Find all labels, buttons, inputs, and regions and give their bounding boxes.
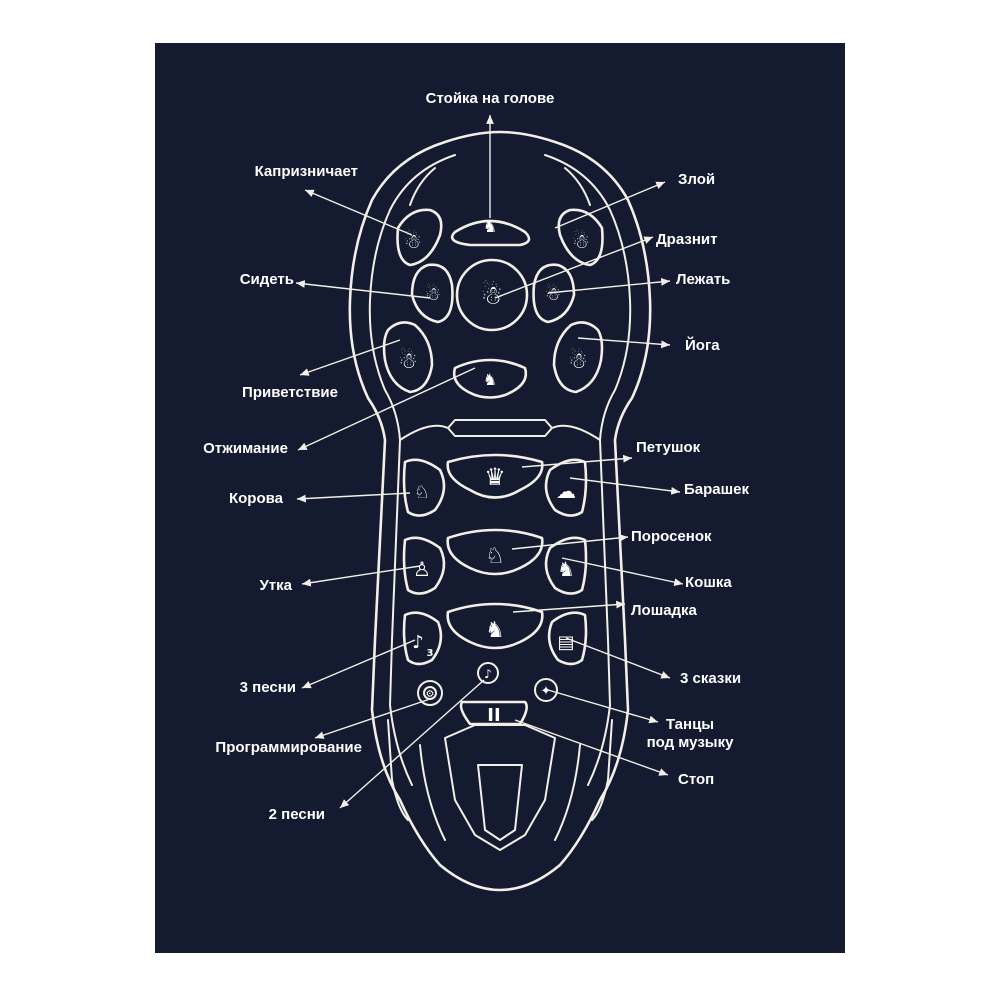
label-lie: Лежать [676, 271, 731, 288]
label-dance-line1: Танцы [665, 716, 715, 733]
rooster-button[interactable]: ♛ [446, 453, 544, 499]
lying-dog-icon: ☃ [545, 283, 561, 305]
label-piglet: Поросенок [631, 528, 712, 545]
label-angry: Злой [678, 171, 716, 188]
stop-button[interactable]: II [459, 700, 528, 726]
cat-button[interactable]: ♞ [544, 536, 588, 595]
horse-icon: ♞ [485, 618, 505, 643]
greeting-dog-icon: ☃ [398, 347, 418, 374]
lamb-icon: ☁ [556, 479, 576, 503]
label-stop: Стоп [678, 771, 715, 788]
yoga-dog-icon: ☃ [568, 347, 588, 374]
piglet-button[interactable]: ♘ [446, 528, 544, 576]
pushups-dog-icon: ♞ [483, 370, 497, 389]
three-tales-button[interactable]: ▤ [547, 611, 588, 666]
dancer-icon: ✦ [541, 684, 552, 699]
capricious-dog-icon: ☃ [404, 229, 422, 253]
three-songs-button[interactable]: ♪ 3 [402, 611, 443, 666]
headstand-button[interactable]: ♞ [450, 217, 531, 247]
label-horse: Лошадка [631, 602, 697, 619]
headstand-dog-icon: ♞ [483, 217, 497, 236]
music-note-icon: ♪ [412, 632, 424, 653]
label-dance: Танцы под музыку [630, 716, 750, 752]
music-note-icon: ♪ [484, 667, 492, 681]
sit-button[interactable]: ☃ [410, 263, 454, 324]
pause-icon: II [487, 705, 500, 726]
label-two-songs: 2 песни [268, 806, 325, 823]
greeting-button[interactable]: ☃ [382, 321, 434, 394]
dance-button[interactable]: ✦ [534, 678, 558, 702]
label-teases: Дразнит [656, 231, 718, 248]
label-three-tales: 3 сказки [680, 670, 742, 687]
rooster-icon: ♛ [484, 463, 506, 491]
angry-dog-icon: ☃ [572, 229, 590, 253]
lamb-button[interactable]: ☁ [544, 458, 588, 517]
capricious-button[interactable]: ☃ [396, 208, 443, 267]
label-duck: Утка [259, 577, 292, 594]
teases-button[interactable]: ☃ [455, 258, 529, 332]
callout-arrows [295, 115, 684, 809]
teasing-dog-icon: ☃ [480, 279, 503, 311]
two-songs-button[interactable]: ♪ [477, 662, 499, 684]
duck-button[interactable]: ♙ [402, 536, 446, 595]
cat-icon: ♞ [557, 557, 575, 581]
yoga-button[interactable]: ☃ [552, 321, 604, 394]
label-headstand: Стойка на голове [425, 90, 555, 107]
pig-icon: ♘ [485, 544, 505, 569]
label-dance-line2: под музыку [646, 734, 734, 751]
label-greeting: Приветствие [242, 384, 338, 401]
gear-icon: ⚙ [426, 689, 435, 700]
cow-icon: ♘ [414, 482, 430, 503]
label-programming: Программирование [215, 739, 362, 756]
label-cat: Кошка [685, 574, 732, 591]
lie-button[interactable]: ☃ [532, 263, 576, 324]
label-rooster: Петушок [636, 439, 701, 456]
cow-button[interactable]: ♘ [402, 458, 446, 517]
horse-button[interactable]: ♞ [446, 602, 544, 650]
label-yoga: Йога [685, 337, 720, 354]
duck-icon: ♙ [413, 557, 431, 581]
angry-button[interactable]: ☃ [557, 208, 604, 267]
label-pushups: Отжимание [203, 440, 288, 457]
label-capricious: Капризничает [254, 163, 358, 180]
pushups-button[interactable]: ♞ [452, 358, 528, 399]
book-icon: ▤ [557, 632, 574, 653]
sitting-dog-icon: ☃ [425, 283, 441, 305]
label-cow: Корова [228, 490, 283, 507]
label-three-songs: 3 песни [239, 679, 296, 696]
label-lamb: Барашек [684, 481, 749, 498]
label-sit: Сидеть [239, 271, 294, 288]
three-songs-digit: 3 [427, 648, 434, 659]
